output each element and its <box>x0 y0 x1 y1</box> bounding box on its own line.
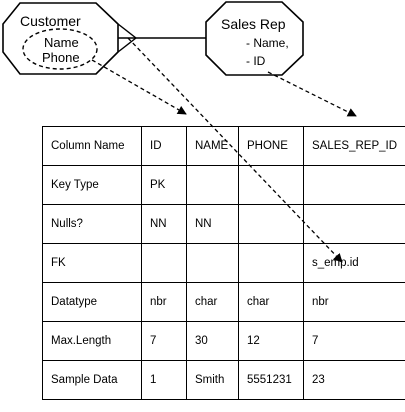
cell-sample-data-sales-rep-id: 23 <box>303 360 405 400</box>
cell-datatype-name: char <box>186 282 239 322</box>
crows-foot-lower <box>117 37 137 53</box>
cell-fk-id <box>141 243 187 283</box>
arrow-name-to-table <box>91 59 187 115</box>
cell-sample-data-phone: 5551231 <box>238 360 304 400</box>
cell-nulls-label: Nulls? <box>42 204 142 244</box>
sales-rep-attribute-name: - Name, <box>246 36 289 50</box>
cell-fk-sales-rep-id: s_emp.id <box>303 243 405 283</box>
customer-attribute-name: Name <box>44 35 79 50</box>
cell-datatype-label: Datatype <box>42 282 142 322</box>
cell-column-name-phone: PHONE <box>238 126 304 166</box>
cell-nulls-sales-rep-id <box>303 204 405 244</box>
cell-column-name-label: Column Name <box>42 126 142 166</box>
cell-fk-phone <box>238 243 304 283</box>
cell-nulls-id: NN <box>141 204 187 244</box>
cell-nulls-name: NN <box>186 204 239 244</box>
cell-column-name-sales-rep-id: SALES_REP_ID <box>303 126 405 166</box>
cell-column-name-id: ID <box>141 126 187 166</box>
cell-max-length-label: Max.Length <box>42 321 142 361</box>
customer-attribute-phone: Phone <box>42 50 80 65</box>
cell-fk-name <box>186 243 239 283</box>
row-fk: FK s_emp.id <box>42 243 405 283</box>
cell-column-name-name: NAME <box>186 126 239 166</box>
cell-max-length-sales-rep-id: 7 <box>303 321 405 361</box>
arrow-id-to-sales-rep-id <box>267 71 357 117</box>
cell-datatype-sales-rep-id: nbr <box>303 282 405 322</box>
cell-nulls-phone <box>238 204 304 244</box>
cell-sample-data-name: Smith <box>186 360 239 400</box>
cell-max-length-id: 7 <box>141 321 187 361</box>
cell-max-length-phone: 12 <box>238 321 304 361</box>
sales-rep-attribute-id: - ID <box>246 54 266 68</box>
cell-key-type-phone <box>238 165 304 205</box>
cell-datatype-phone: char <box>238 282 304 322</box>
cell-max-length-name: 30 <box>186 321 239 361</box>
sales-rep-title: Sales Rep <box>221 16 286 32</box>
cell-key-type-id: PK <box>141 165 187 205</box>
customer-attribute-group <box>22 28 98 70</box>
cell-sample-data-label: Sample Data <box>42 360 142 400</box>
customer-entity-shape <box>2 2 119 75</box>
cell-key-type-name <box>186 165 239 205</box>
cell-key-type-sales-rep-id <box>303 165 405 205</box>
cell-datatype-id: nbr <box>141 282 187 322</box>
crows-foot-upper <box>117 23 137 39</box>
cell-fk-label: FK <box>42 243 142 283</box>
sales-rep-entity-shape <box>205 1 304 76</box>
cell-sample-data-id: 1 <box>141 360 187 400</box>
customer-title: Customer <box>20 13 81 29</box>
cell-key-type-label: Key Type <box>42 165 142 205</box>
